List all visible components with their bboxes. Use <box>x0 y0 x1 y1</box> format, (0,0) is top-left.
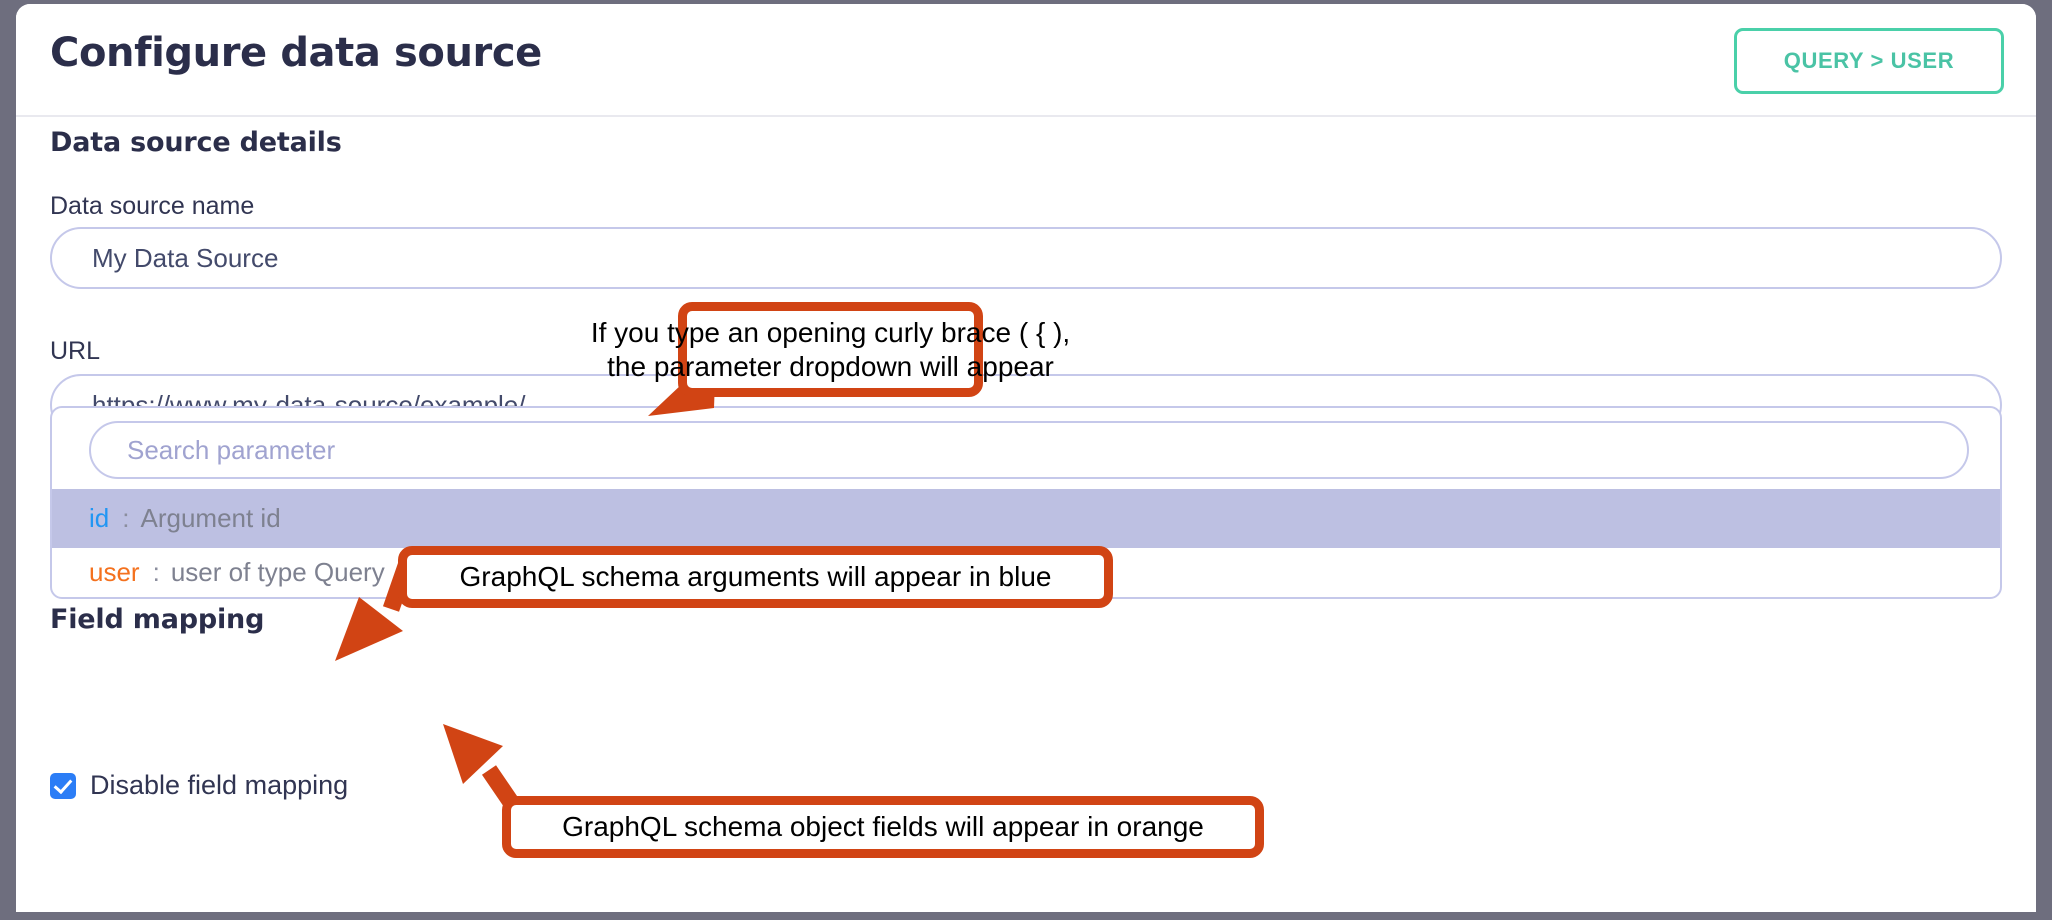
configure-data-source-card: Configure data source QUERY > USER Data … <box>16 4 2036 912</box>
dialog-header: Configure data source QUERY > USER <box>16 4 2036 117</box>
callout-curly-brace-hint: If you type an opening curly brace ( { )… <box>591 302 1070 397</box>
callout-line: GraphQL schema arguments will appear in … <box>459 561 1052 593</box>
data-source-details-heading: Data source details <box>50 127 342 158</box>
url-label: URL <box>50 337 101 365</box>
callout-blue-arguments-hint: GraphQL schema arguments will appear in … <box>398 546 1113 608</box>
search-parameter-input[interactable]: Search parameter <box>89 421 1969 479</box>
page-title: Configure data source <box>50 30 542 76</box>
checkbox-checked-icon[interactable] <box>50 772 76 799</box>
parameter-option-description: Argument id <box>140 503 281 533</box>
parameter-option-description: user of type Query <box>170 557 385 587</box>
field-mapping-heading: Field mapping <box>50 604 265 635</box>
callout-line: If you type an opening curly brace ( { )… <box>590 317 1071 349</box>
disable-field-mapping-checkbox-row[interactable]: Disable field mapping <box>50 770 348 801</box>
form-body: Data source details Data source name My … <box>16 117 2036 912</box>
query-user-button[interactable]: QUERY > USER <box>1734 28 2004 94</box>
parameter-option-id[interactable]: id : Argument id <box>52 489 2000 548</box>
data-source-name-input[interactable]: My Data Source <box>50 227 2002 289</box>
parameter-option-separator: : <box>152 557 160 587</box>
disable-field-mapping-label: Disable field mapping <box>90 770 349 800</box>
data-source-name-label: Data source name <box>50 192 255 220</box>
parameter-option-key: user <box>89 557 140 587</box>
callout-orange-fields-hint: GraphQL schema object fields will appear… <box>502 796 1264 858</box>
callout-line: the parameter dropdown will appear <box>607 350 1054 382</box>
parameter-option-user[interactable]: user : user of type Query <box>52 543 2000 597</box>
parameter-option-separator: : <box>122 503 130 533</box>
parameter-option-key: id <box>89 503 110 533</box>
callout-line: GraphQL schema object fields will appear… <box>562 811 1204 843</box>
